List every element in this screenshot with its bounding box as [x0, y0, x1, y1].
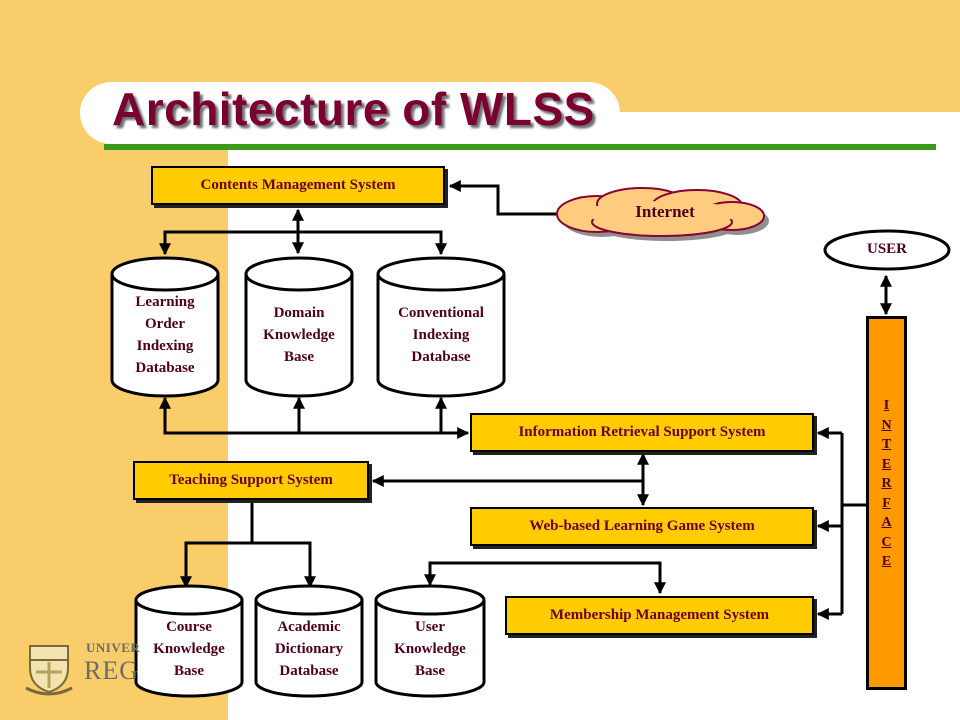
database-label-line: Knowledge — [263, 327, 335, 343]
database-label-line: Knowledge — [394, 641, 466, 657]
database-cylinder-icon — [244, 256, 354, 398]
membership-management-system-label: Membership Management System — [549, 607, 770, 623]
course-knowledge-base: Course Knowledge Base — [134, 584, 244, 698]
interface-letter: C — [881, 534, 892, 550]
academic-dictionary-database: Academic Dictionary Database — [254, 584, 364, 698]
conventional-indexing-database: Conventional Indexing Database — [376, 256, 506, 398]
interface-letter: E — [881, 456, 892, 472]
user-node: USER — [822, 228, 952, 272]
internet-label: Internet — [635, 202, 695, 221]
interface-bar: I N T E R F A C E — [866, 316, 907, 690]
interface-letter: A — [881, 515, 892, 530]
database-label-line: Base — [174, 663, 204, 679]
database-label-line: Base — [415, 663, 445, 679]
logo-text-line1: UNIVER — [86, 640, 141, 655]
logo-text-line2: REG — [84, 656, 139, 685]
teaching-support-system-label: Teaching Support System — [169, 472, 333, 488]
information-retrieval-support-system-label: Information Retrieval Support System — [518, 424, 766, 440]
database-label-line: Order — [145, 316, 185, 332]
membership-management-system-box: Membership Management System — [505, 596, 814, 635]
database-cylinder-icon — [134, 584, 244, 698]
contents-management-system-label: Contents Management System — [200, 177, 396, 193]
interface-letter: R — [881, 476, 892, 491]
database-label-line: Indexing — [136, 338, 194, 354]
database-label-line: Academic — [277, 619, 341, 635]
user-knowledge-base: User Knowledge Base — [374, 584, 486, 698]
database-cylinder-icon — [376, 256, 506, 398]
information-retrieval-support-system-box: Information Retrieval Support System — [470, 413, 814, 452]
database-label-line: Conventional — [398, 305, 484, 321]
database-label-line: User — [415, 619, 445, 635]
interface-letter: F — [882, 495, 891, 511]
interface-letter: N — [881, 417, 892, 433]
user-label: USER — [866, 241, 907, 257]
teaching-support-system-box: Teaching Support System — [133, 461, 369, 500]
page-title: Architecture of WLSS — [112, 83, 595, 135]
database-label-line: Learning — [135, 294, 195, 310]
database-label-line: Knowledge — [153, 641, 225, 657]
database-cylinder-icon — [374, 584, 486, 698]
database-label-line: Database — [411, 349, 471, 365]
user-ellipse-icon — [823, 229, 951, 271]
domain-knowledge-base: Domain Knowledge Base — [244, 256, 354, 398]
web-based-learning-game-system-box: Web-based Learning Game System — [470, 507, 814, 546]
interface-letter: T — [881, 437, 892, 452]
interface-letter: I — [883, 398, 890, 413]
cloud-icon — [556, 187, 769, 241]
database-label-line: Domain — [273, 305, 325, 321]
database-label-line: Database — [279, 663, 339, 679]
database-label-line: Course — [166, 619, 212, 635]
web-based-learning-game-system-label: Web-based Learning Game System — [529, 518, 755, 534]
database-label-line: Database — [135, 360, 195, 376]
learning-order-indexing-database: Learning Order Indexing Database — [110, 256, 220, 398]
database-label-line: Dictionary — [274, 641, 344, 657]
interface-letter: E — [881, 554, 892, 569]
database-label-line: Base — [284, 349, 314, 365]
crest-icon — [25, 645, 73, 696]
database-cylinder-icon — [110, 256, 220, 398]
university-logo: UNIVER REG — [24, 640, 140, 700]
database-cylinder-icon — [254, 584, 364, 698]
database-label-line: Indexing — [412, 327, 470, 343]
contents-management-system-box: Contents Management System — [151, 166, 445, 205]
internet-cloud: Internet — [552, 184, 778, 246]
